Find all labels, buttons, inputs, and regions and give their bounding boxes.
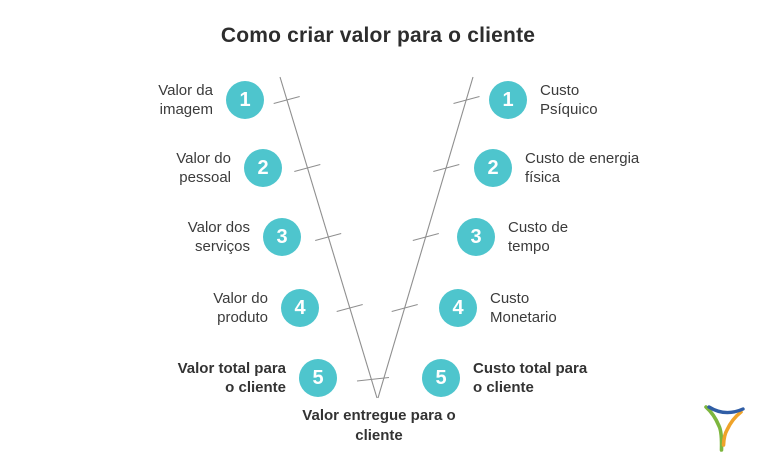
tick-left-4 [336, 304, 363, 312]
item-label: Custo de energia física [525, 150, 640, 186]
item-label: Custo Psíquico [540, 82, 598, 118]
right-item-3: 3 Custo de tempo [457, 217, 677, 257]
tick-left-2 [294, 164, 321, 172]
right-item-5: 5 Custo total para o cliente [422, 358, 662, 398]
left-item-1: Valor da imagem 1 [64, 80, 264, 120]
left-item-3: Valor dos serviços 3 [101, 217, 301, 257]
tick-right-2 [433, 164, 460, 172]
right-item-4: 4 Custo Monetario [439, 288, 659, 328]
number-badge: 4 [439, 289, 477, 327]
number-badge: 3 [457, 218, 495, 256]
tick-bottom [356, 377, 390, 382]
number-badge: 2 [244, 149, 282, 187]
right-item-2: 2 Custo de energia física [474, 148, 704, 188]
y-sprout-logo-icon [704, 405, 745, 452]
item-label: Valor dos serviços [187, 219, 250, 255]
number-badge: 5 [422, 359, 460, 397]
right-item-1: 1 Custo Psíquico [489, 80, 709, 120]
page-title: Como criar valor para o cliente [220, 24, 536, 47]
tick-left-1 [273, 96, 300, 104]
item-label: Valor do pessoal [176, 150, 231, 186]
tick-right-4 [391, 304, 418, 312]
item-label: Custo total para o cliente [473, 360, 588, 396]
left-item-2: Valor do pessoal 2 [82, 148, 282, 188]
item-label: Valor da imagem [158, 82, 213, 118]
item-label: Valor do produto [213, 290, 268, 326]
item-label: Custo Monetario [490, 290, 557, 326]
funnel-output-label: Valor entregue para o cliente [302, 407, 456, 444]
number-badge: 5 [299, 359, 337, 397]
item-label: Custo de tempo [508, 219, 569, 255]
number-badge: 1 [226, 81, 264, 119]
left-item-4: Valor do produto 4 [119, 288, 319, 328]
number-badge: 3 [263, 218, 301, 256]
number-badge: 2 [474, 149, 512, 187]
item-label: Valor total para o cliente [177, 360, 286, 396]
left-item-5: Valor total para o cliente 5 [107, 358, 337, 398]
tick-left-3 [315, 233, 342, 241]
number-badge: 4 [281, 289, 319, 327]
number-badge: 1 [489, 81, 527, 119]
tick-right-3 [412, 233, 439, 241]
tick-right-1 [453, 96, 480, 104]
